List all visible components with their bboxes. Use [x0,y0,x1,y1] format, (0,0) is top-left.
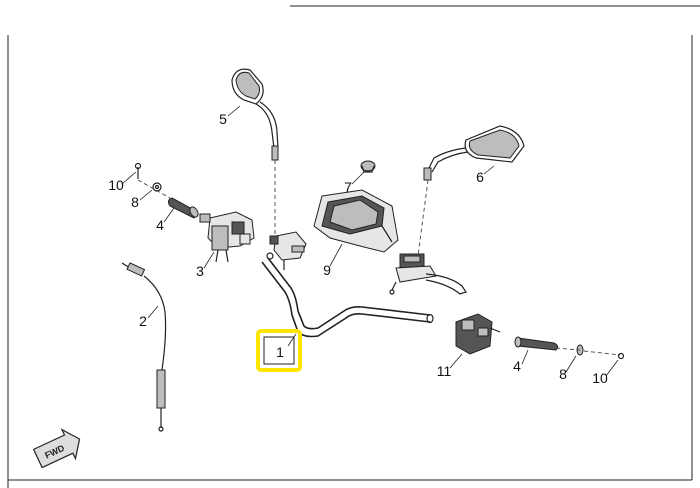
callout-8-left: 8 [131,194,139,210]
highlight-box-callout-1 [256,329,302,372]
center-clamp [266,231,307,270]
callout-2: 2 [139,313,147,329]
callout-9: 9 [323,262,331,278]
callout-7: 7 [344,179,352,195]
left-end-hardware [134,162,171,199]
right-end-hardware [555,344,625,360]
callout-5: 5 [219,111,227,127]
callout-10-left: 10 [108,177,124,193]
right-switch-housing [455,313,501,355]
callout-4-left: 4 [156,217,164,233]
cap [360,160,376,173]
callout-3: 3 [196,263,204,279]
left-grip [167,197,199,219]
callout-8-right: 8 [559,366,567,382]
callout-10-right: 10 [592,370,608,386]
callout-6: 6 [476,169,484,185]
fwd-arrow-badge: FWD [32,428,81,469]
headlight-cowl [313,189,399,253]
throttle-cable [121,262,167,432]
right-mirror [423,125,525,181]
left-mirror [231,68,279,161]
right-grip [514,336,559,351]
handlebar [261,257,434,338]
right-brake-lever [389,253,467,295]
callout-1-frame [263,336,295,365]
callout-11: 11 [437,363,452,379]
mirror6-mount-dash [417,179,429,257]
callout-4-right: 4 [513,358,521,374]
callout-1: 1 [276,344,284,360]
leader-lines [121,105,619,377]
left-switch-housing [199,211,255,263]
